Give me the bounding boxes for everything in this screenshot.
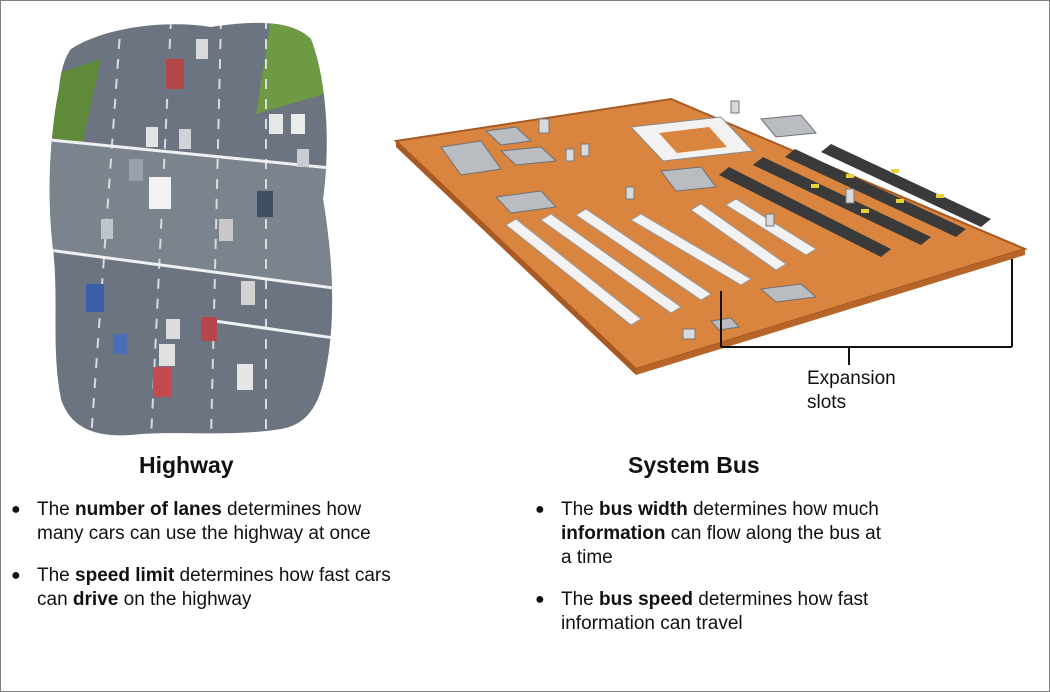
highway-bullet-speed: ● The speed limit determines how fast ca… <box>11 565 391 610</box>
highway-image <box>49 22 333 436</box>
bus-bullet-width: ● The bus width determines how much info… <box>535 499 881 568</box>
expansion-slots-line2: slots <box>807 392 847 413</box>
bullet-dot-icon: ● <box>11 501 21 518</box>
system-bus-heading: System Bus <box>628 452 760 478</box>
highway-bullet-lanes: ● The number of lanes determines how man… <box>11 499 371 544</box>
highway-heading: Highway <box>139 452 234 478</box>
expansion-slots-label: Expansion slots <box>807 367 896 415</box>
bullet-dot-icon: ● <box>535 501 545 518</box>
expansion-slots-line1: Expansion <box>807 368 896 389</box>
highway-bullet-list: ● The number of lanes determines how man… <box>11 498 391 630</box>
system-bus-bullet-list: ● The bus width determines how much info… <box>535 498 895 654</box>
bullet-dot-icon: ● <box>11 567 21 584</box>
motherboard-image <box>393 97 1028 375</box>
bullet-dot-icon: ● <box>535 591 545 608</box>
bus-bullet-speed: ● The bus speed determines how fast info… <box>535 589 869 634</box>
